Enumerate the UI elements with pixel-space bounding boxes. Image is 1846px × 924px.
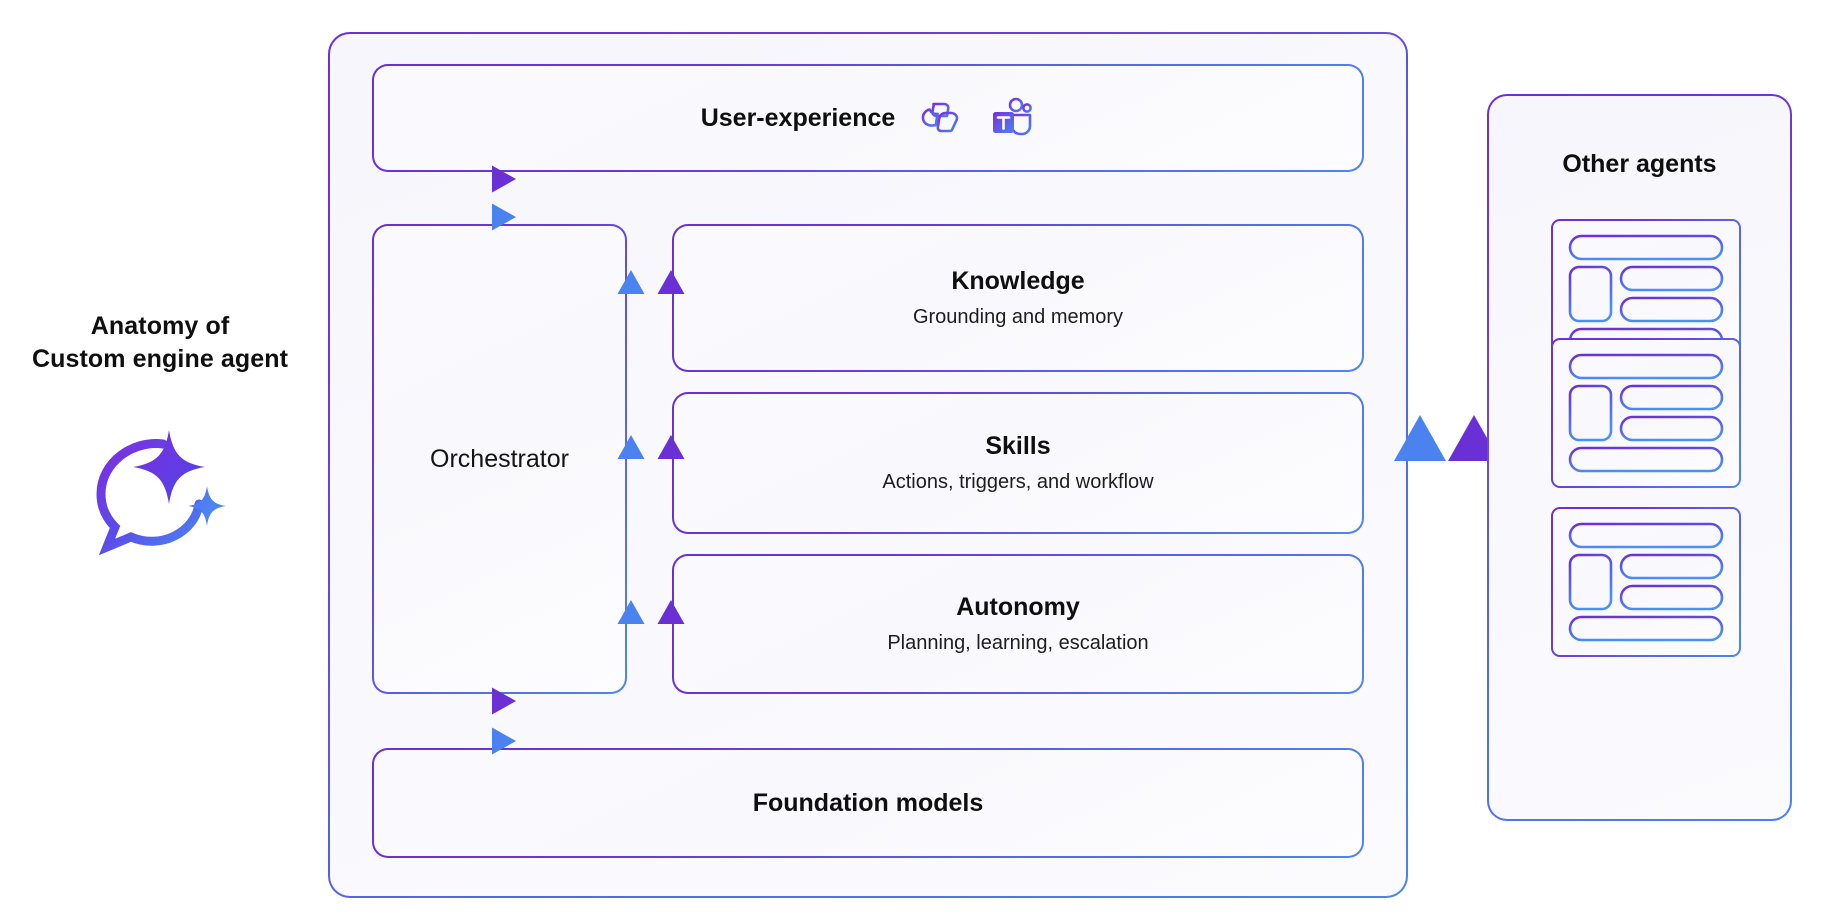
user-experience-box[interactable]: User-experience xyxy=(372,64,1364,172)
other-agents-title: Other agents xyxy=(1562,150,1717,178)
skills-subtitle: Actions, triggers, and workflow xyxy=(882,471,1154,493)
agent-to-agent-connector xyxy=(1394,415,1500,463)
ux-orchestrator-connector xyxy=(490,165,516,231)
autonomy-subtitle: Planning, learning, escalation xyxy=(887,632,1149,654)
microsoft-teams-icon xyxy=(987,94,1035,142)
foundation-models-box[interactable]: Foundation models xyxy=(372,748,1364,858)
orchestrator-knowledge-connector xyxy=(617,270,685,296)
foundation-models-title: Foundation models xyxy=(752,788,984,817)
autonomy-title: Autonomy xyxy=(956,593,1080,621)
caption-line-2: Custom engine agent xyxy=(31,345,289,373)
orchestrator-title: Orchestrator xyxy=(430,444,569,473)
agent-card[interactable] xyxy=(1551,507,1741,657)
knowledge-box[interactable]: Knowledge Grounding and memory xyxy=(672,224,1364,372)
agent-card-wireframe xyxy=(1568,522,1724,642)
orchestrator-skills-connector xyxy=(617,435,685,461)
skills-box[interactable]: Skills Actions, triggers, and workflow xyxy=(672,392,1364,534)
autonomy-box[interactable]: Autonomy Planning, learning, escalation xyxy=(672,554,1364,694)
copilot-sparkle-icon xyxy=(10,424,310,556)
agent-card[interactable] xyxy=(1551,338,1741,488)
knowledge-title: Knowledge xyxy=(951,267,1085,295)
microsoft-365-copilot-icon xyxy=(917,94,965,142)
diagram-caption: Anatomy of Custom engine agent xyxy=(10,310,310,556)
caption-line-1: Anatomy of xyxy=(90,312,230,340)
orchestrator-foundation-connector xyxy=(490,687,516,755)
skills-title: Skills xyxy=(985,432,1051,460)
agent-card-wireframe xyxy=(1568,353,1724,473)
user-experience-title: User-experience xyxy=(700,103,896,132)
orchestrator-box[interactable]: Orchestrator xyxy=(372,224,627,694)
knowledge-subtitle: Grounding and memory xyxy=(912,306,1124,328)
orchestrator-autonomy-connector xyxy=(617,600,685,626)
